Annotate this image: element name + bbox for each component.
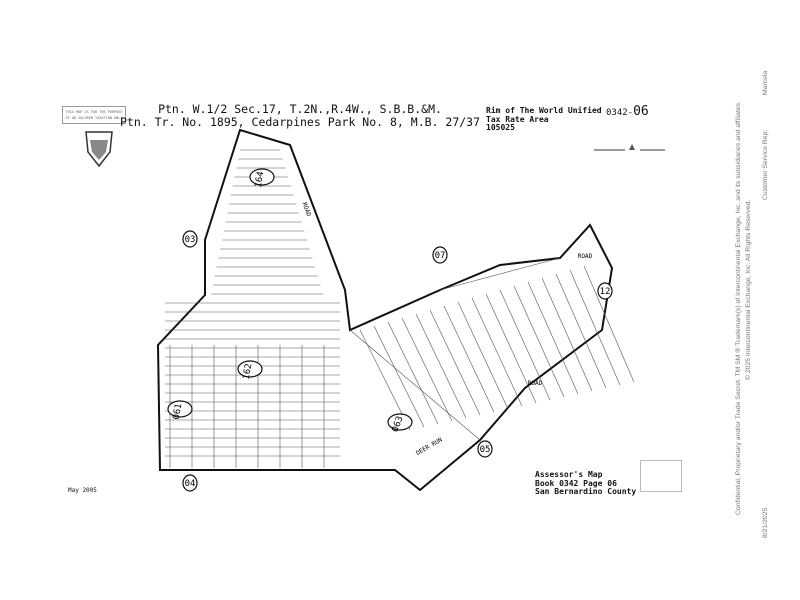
page-circle-162-text: 162 xyxy=(242,363,255,381)
lot-line xyxy=(429,309,481,416)
lot-line xyxy=(401,317,453,422)
page-circle-061: 061 xyxy=(167,400,193,421)
road-label-text: ROAD xyxy=(528,380,543,387)
lot-line xyxy=(555,273,607,389)
page-circle-164-text: 164 xyxy=(254,171,267,189)
tra-number: 105025 xyxy=(486,123,515,132)
tra-label: Tax Rate Area xyxy=(486,114,549,124)
lot-line xyxy=(443,305,495,413)
page-circle-063: 063 xyxy=(387,413,413,434)
lot-line xyxy=(485,293,537,404)
lot-line xyxy=(439,257,561,291)
lot-line xyxy=(541,277,593,392)
road-label-text: ROAD xyxy=(301,201,313,217)
adjacent-page-03-text: 03 xyxy=(185,235,196,245)
adjacent-page-12-text: 12 xyxy=(600,287,611,297)
lot-line xyxy=(471,297,523,407)
lot-line xyxy=(527,281,579,395)
confidential-notice: Confidential, Proprietary and/or Trade S… xyxy=(735,101,742,515)
road-label: ROAD xyxy=(528,380,543,387)
map-book: 0342- xyxy=(606,108,634,118)
lot-line xyxy=(513,285,565,398)
revision-stamp xyxy=(640,460,682,492)
adjacent-page-07-text: 07 xyxy=(435,251,446,261)
adjacent-page-07: 07 xyxy=(432,246,448,264)
map-title-line1: Ptn. W.1/2 Sec.17, T.2N.,R.4W., S.B.B.&M… xyxy=(158,102,442,116)
lot-line xyxy=(569,269,621,386)
tax-rate-area: Rim of The World Unified Tax Rate Area 1… xyxy=(486,106,602,133)
taxation-notice: THIS MAP IS FOR THE PURPOSE OF AD VALORE… xyxy=(62,106,126,124)
customer-service-label: Customer Service Rep: xyxy=(762,129,769,200)
lot-line xyxy=(583,265,635,383)
lot-line xyxy=(359,329,411,431)
copyright-notice: © 2025 Intercontinental Exchange, Inc. A… xyxy=(745,199,752,380)
road-label: DEER RUN xyxy=(415,436,444,457)
lot-line xyxy=(373,325,425,428)
lot-line xyxy=(349,329,481,441)
map-page: 06 xyxy=(633,104,649,119)
road-label-text: ROAD xyxy=(578,253,593,260)
road-label-text: DEER RUN xyxy=(415,436,444,457)
print-date: 8/21/2025 xyxy=(762,507,769,538)
road-label: ROAD xyxy=(578,253,593,260)
map-title-line2: Ptn. Tr. No. 1895, Cedarpines Park No. 8… xyxy=(119,115,481,129)
road-label: ROAD xyxy=(301,201,313,217)
page-circle-162: 162 xyxy=(237,360,263,381)
lot-line xyxy=(415,313,467,419)
assessor-book-page: Book 0342 Page 06 xyxy=(535,478,617,488)
adjacent-page-12: 12 xyxy=(597,282,613,300)
assessor-county: San Bernardino County xyxy=(535,487,637,496)
lot-line xyxy=(457,301,509,410)
parcel-boundary xyxy=(156,128,614,492)
adjacent-page-04: 04 xyxy=(182,474,198,492)
rep-name: Marcela xyxy=(762,70,769,95)
map-date: May 2005 xyxy=(68,487,97,494)
adjacent-page-05: 05 xyxy=(477,440,493,458)
map-number: 0342-06 xyxy=(606,104,649,119)
page-circle-164: 164 xyxy=(249,168,275,189)
lot-line xyxy=(499,289,551,401)
adjacent-page-05-text: 05 xyxy=(480,445,491,455)
lot-line xyxy=(387,321,439,425)
adjacent-page-03: 03 xyxy=(182,230,198,248)
assessor-block: Assessor's Map Book 0342 Page 06 San Ber… xyxy=(535,470,637,497)
assessor-title: Assessor's Map xyxy=(535,470,603,479)
page-circle-061-text: 061 xyxy=(172,403,185,421)
adjacent-page-04-text: 04 xyxy=(185,479,196,489)
north-arrow-icon xyxy=(594,144,665,151)
tra-district: Rim of The World Unified xyxy=(486,106,602,115)
